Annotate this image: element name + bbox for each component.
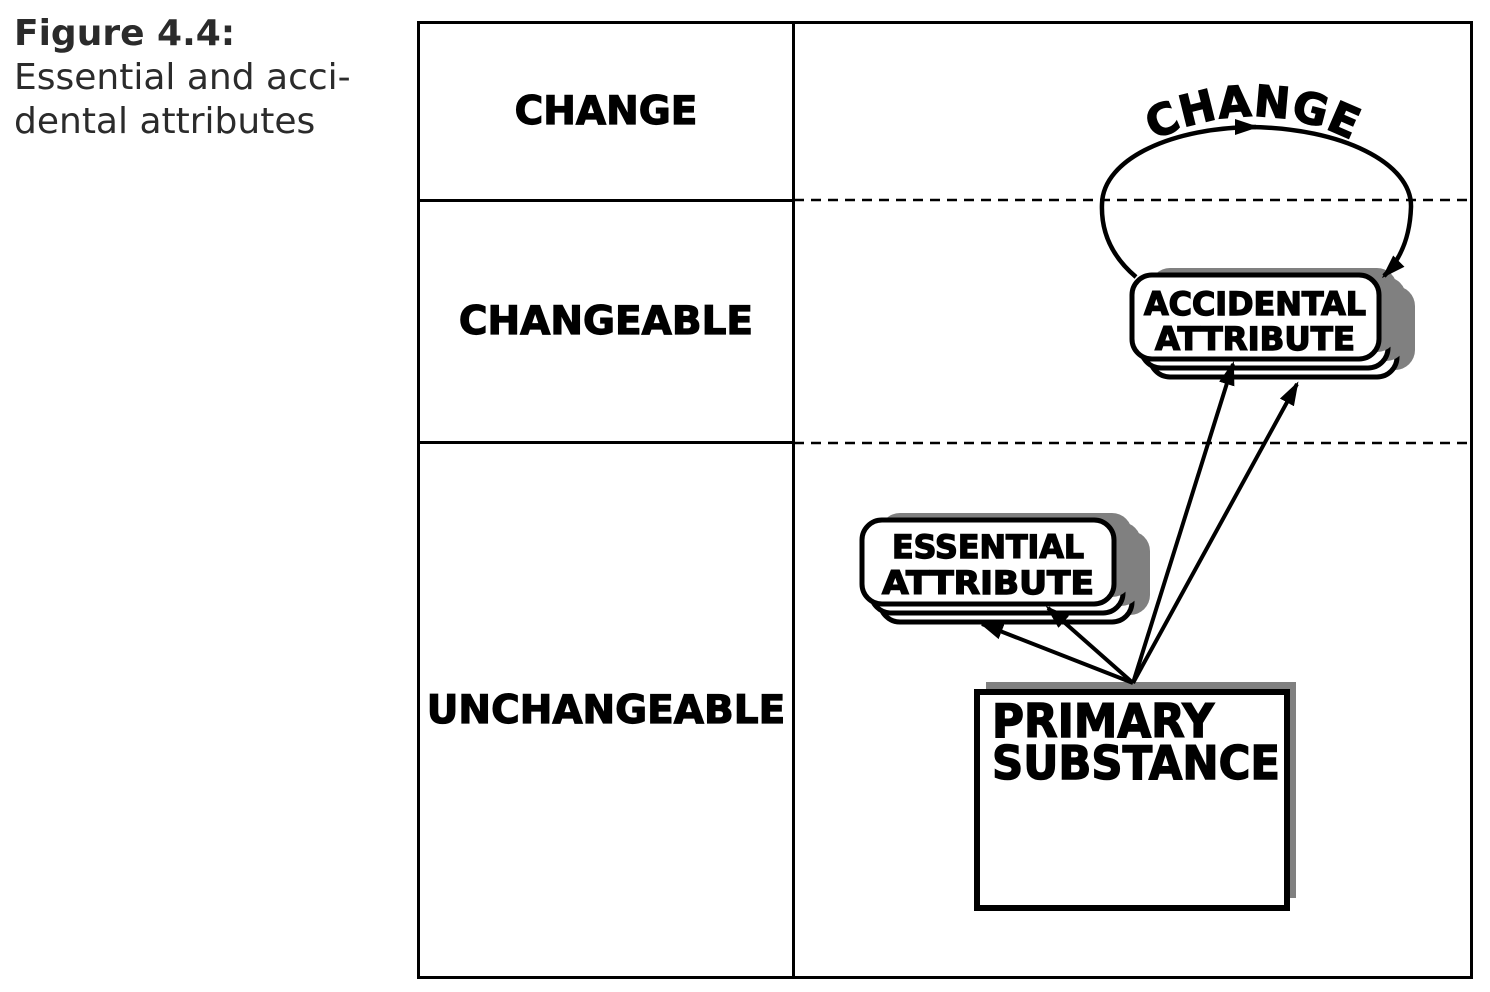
row-label-unchangeable: UNCHANGEABLE [426, 687, 786, 733]
caption-line-2: dental attributes [14, 101, 316, 142]
caption-title: Figure 4.4: [14, 13, 236, 54]
matrix-table: CHANGE CHANGEABLE UNCHANGEABLE [417, 21, 1473, 979]
row-divider-solid-1 [420, 199, 795, 202]
row-divider-solid-2 [420, 441, 795, 444]
figure-caption: Figure 4.4: Essential and acci- dental a… [14, 12, 351, 144]
caption-line-1: Essential and acci- [14, 57, 351, 98]
row-label-changeable: CHANGEABLE [458, 298, 754, 344]
column-divider [792, 24, 795, 976]
row-label-change: CHANGE [514, 88, 698, 134]
